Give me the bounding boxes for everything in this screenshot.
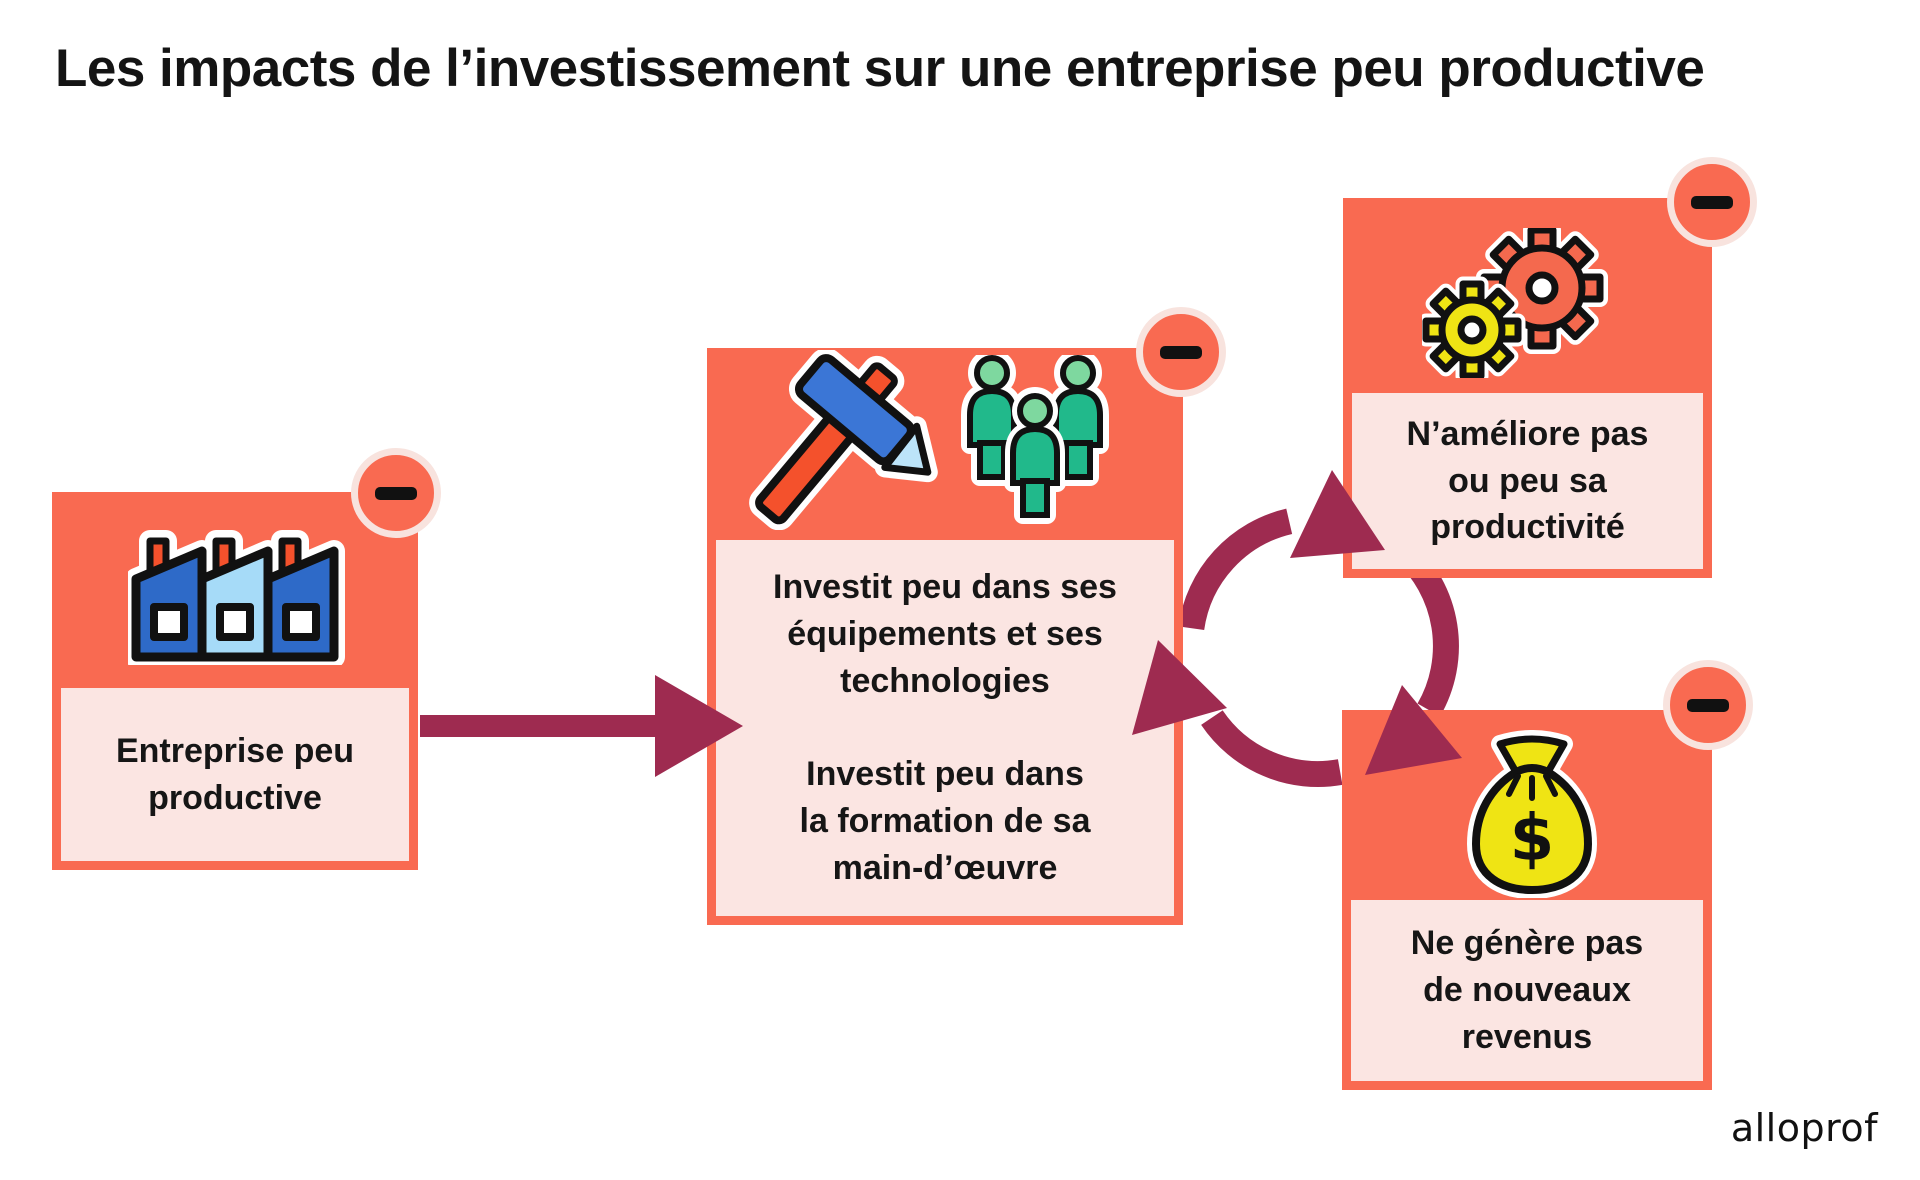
straight-arrow-shaft xyxy=(420,715,660,737)
dollar-sign: $ xyxy=(1510,802,1555,876)
minus-icon xyxy=(375,486,417,500)
minus-badge-revenue xyxy=(1663,660,1753,750)
cycle-arc-top xyxy=(1178,508,1293,631)
factory-icon xyxy=(128,530,345,665)
money-bag-icon: $ xyxy=(1467,730,1597,898)
box-invest-label: Investit peu dans ses équipements et ses… xyxy=(716,540,1174,916)
page-title: Les impacts de l’investissement sur une … xyxy=(55,39,1705,98)
minus-icon xyxy=(1160,345,1202,359)
alloprof-logo: alloprof xyxy=(1730,1106,1878,1150)
box-productivity-label: N’améliore pas ou peu sa productivité xyxy=(1352,393,1703,569)
cycle-arc-bottom xyxy=(1201,710,1343,787)
minus-badge-invest xyxy=(1136,307,1226,397)
minus-badge-company xyxy=(351,448,441,538)
hammer-icon xyxy=(749,350,938,530)
box-revenue-label: Ne génère pas de nouveaux revenus xyxy=(1351,900,1703,1081)
minus-icon xyxy=(1687,698,1729,712)
minus-icon xyxy=(1691,195,1733,209)
minus-badge-productivity xyxy=(1667,157,1757,247)
people-icon xyxy=(961,355,1109,524)
gears-icon xyxy=(1422,228,1608,378)
box-company-label: Entreprise peu productive xyxy=(61,688,409,861)
